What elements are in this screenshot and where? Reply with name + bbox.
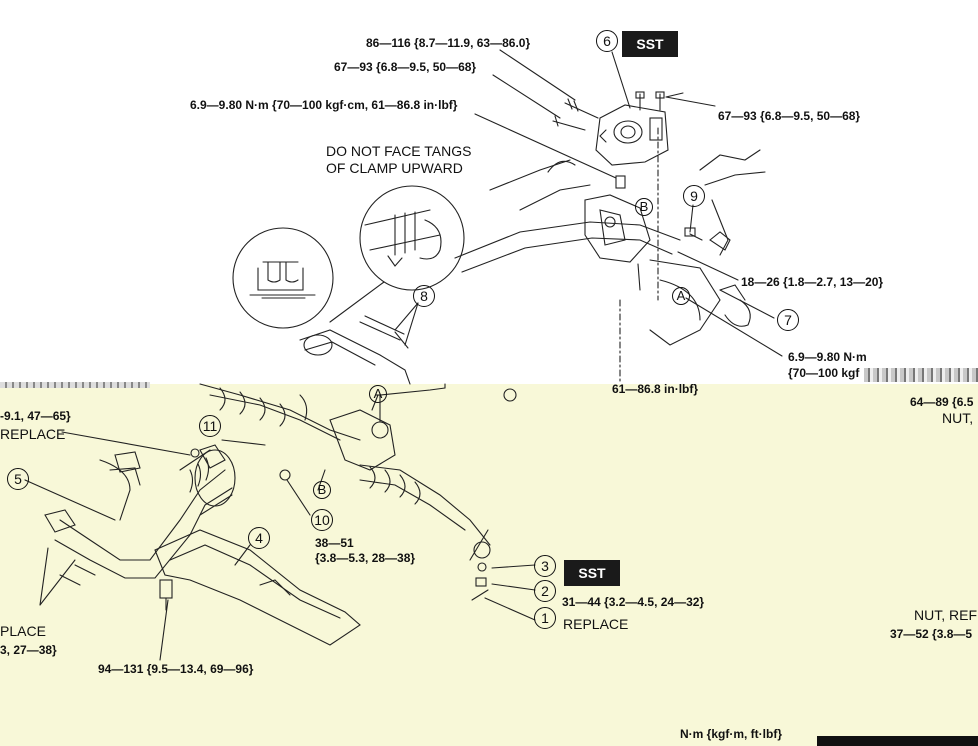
callout-10: 10 [311, 509, 333, 531]
nut-replace-label: NUT, REF [914, 607, 977, 623]
torque-label-18-26: 18—26 {1.8—2.7, 13—20} [741, 275, 884, 289]
torque-label-61-86: 61—86.8 in·lbf} [612, 382, 699, 396]
torque-label-37-52: 37—52 {3.8—5 [890, 627, 973, 641]
lower-diagram-panel [0, 384, 978, 746]
callout-9: 9 [683, 185, 705, 207]
callout-3: 3 [534, 555, 556, 577]
callout-6: 6 [596, 30, 618, 52]
clamp-detail-circle [232, 227, 334, 329]
torque-label-6-9-right-line1: 6.9—9.80 N·m [788, 350, 867, 364]
replace-label-left-top: REPLACE [0, 426, 66, 442]
leader-lines-lower [24, 383, 536, 661]
ref-letter-a-top: A [672, 287, 690, 305]
callout-7: 7 [777, 309, 799, 331]
crossmember-lower [154, 529, 361, 646]
scan-artifact-left [0, 382, 150, 388]
engine-mount-bracket [595, 104, 669, 166]
mount-bolts [552, 91, 665, 189]
torque-label-38-51-line1: 38—51 [315, 536, 354, 550]
torque-label-67-93-left: 67—93 {6.8—9.5, 50—68} [334, 60, 477, 74]
torque-label-86-116: 86—116 {8.7—11.9, 63—86.0} [366, 36, 531, 50]
tie-rod-upper [299, 315, 411, 385]
torque-label-31-44: 31—44 {3.2—4.5, 24—32} [562, 595, 705, 609]
units-legend: N·m {kgf·m, ft·lbf} [680, 727, 782, 741]
torque-label-94-131: 94—131 {9.5—13.4, 69—96} [98, 662, 254, 676]
clamp-note-line2: OF CLAMP UPWARD [326, 160, 463, 176]
sst-badge-bottom: SST [564, 560, 620, 586]
callout-2: 2 [534, 580, 556, 602]
torque-label-6-9-right-line2: {70—100 kgf [788, 366, 860, 380]
clamp-note-line1: DO NOT FACE TANGS [326, 143, 472, 159]
callout-11: 11 [199, 415, 221, 437]
ref-letter-a-bottom: A [369, 385, 387, 403]
replace-label-left-bottom: PLACE [0, 623, 46, 639]
torque-label-64-89: 64—89 {6.5 [910, 395, 974, 409]
steering-gear [199, 383, 491, 572]
exhaust-pipe [44, 444, 291, 586]
leader-lines-upper [394, 49, 783, 357]
torque-label-38-51-line2: {3.8—5.3, 28—38} [315, 551, 416, 565]
page-edge-bar [817, 736, 978, 746]
sst-badge-top: SST [622, 31, 678, 57]
nut-label-right-top: NUT, [942, 410, 974, 426]
boot-clamp-detail-circle [359, 185, 465, 291]
torque-label-6-9-top: 6.9—9.80 N·m {70—100 kgf·cm, 61—86.8 in·… [190, 98, 458, 112]
callout-8: 8 [413, 285, 435, 307]
torque-label-67-93-right: 67—93 {6.8—9.5, 50—68} [718, 109, 861, 123]
ref-letter-b-bottom: B [313, 481, 331, 499]
callout-1: 1 [534, 607, 556, 629]
ref-letter-b-top: B [635, 198, 653, 216]
callout-5: 5 [7, 468, 29, 490]
scan-artifact [864, 368, 978, 382]
torque-label-left-9-1: -9.1, 47—65} [0, 409, 71, 423]
crossmember-upper [454, 149, 766, 346]
callout-4: 4 [248, 527, 270, 549]
torque-label-left-27-38: 3, 27—38} [0, 643, 57, 657]
replace-label-bottom: REPLACE [563, 616, 629, 632]
